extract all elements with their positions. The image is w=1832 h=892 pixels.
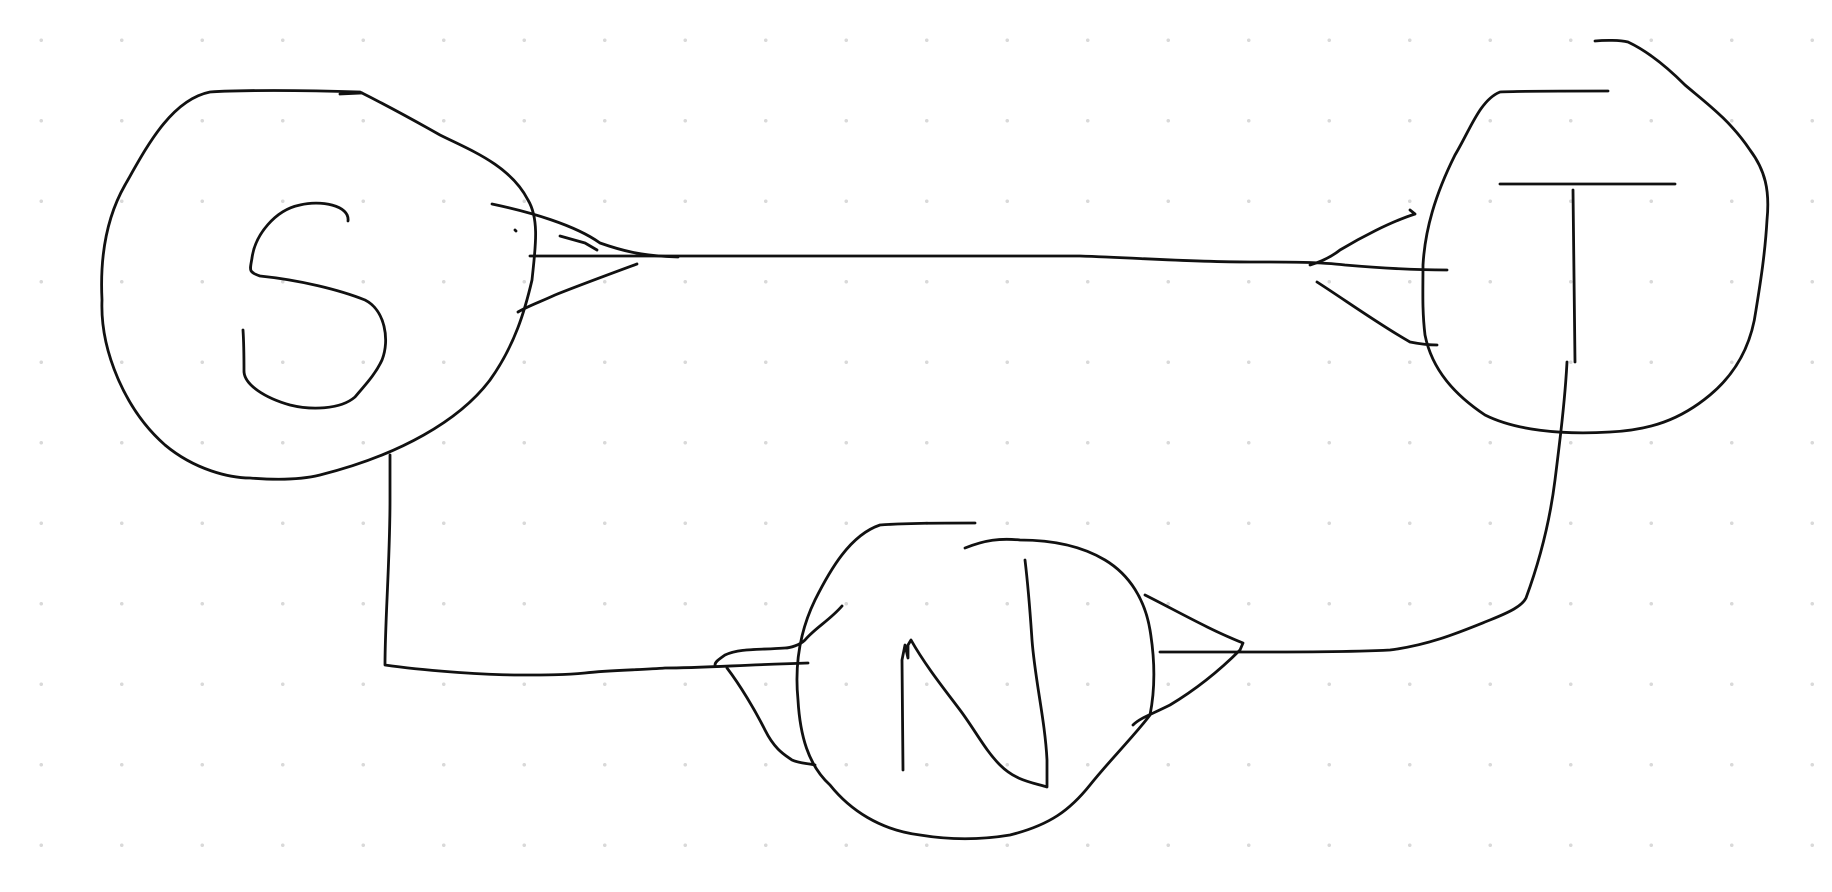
entity-s[interactable]: S — [100, 89, 538, 481]
entity-s-outline — [100, 89, 538, 481]
relationship-n-t[interactable] — [1131, 360, 1569, 727]
crow-foot-n-side — [713, 604, 844, 767]
relationship-s-t[interactable] — [490, 202, 1449, 347]
entity-t-letter-stem — [1571, 188, 1577, 364]
relationship-s-t-line — [528, 254, 1449, 272]
entity-s-outline-overlap — [338, 91, 364, 96]
relationship-s-n[interactable] — [383, 453, 844, 767]
crow-foot-t-side — [1308, 208, 1439, 347]
crow-foot-s-side — [490, 202, 680, 314]
entity-n-letter — [900, 558, 1049, 789]
entity-n[interactable]: N — [795, 521, 1156, 841]
entity-n-outline — [795, 521, 1156, 841]
entity-t[interactable]: T — [1421, 38, 1770, 435]
entity-t-label: T — [1579, 252, 1587, 263]
relationship-n-t-line — [1158, 360, 1569, 654]
entity-s-label: S — [310, 302, 316, 313]
crow-foot-n-to-t-side — [1131, 593, 1245, 727]
entity-t-outline — [1421, 38, 1770, 435]
entity-n-label: N — [975, 692, 982, 703]
entity-s-letter — [241, 201, 387, 410]
relationship-s-n-line — [383, 453, 810, 677]
